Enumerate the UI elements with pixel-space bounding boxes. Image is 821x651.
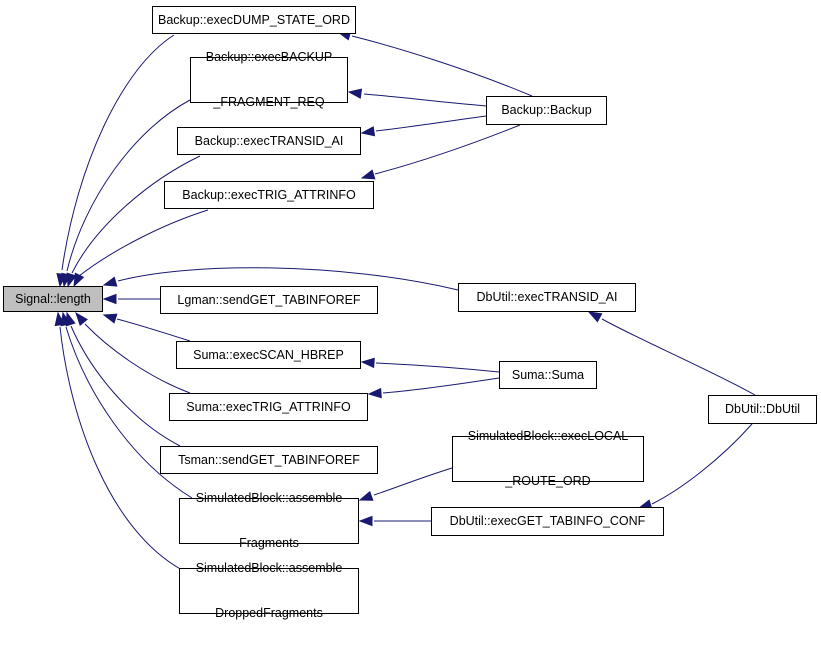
- edge-suma_scan-to-signal: [102, 313, 191, 342]
- arrowhead: [358, 490, 374, 501]
- edge-lgman-to-signal: [102, 293, 160, 305]
- arrowhead: [360, 126, 376, 137]
- edge-layer: [54, 30, 756, 571]
- edge-sim_dropped-to-signal: [54, 311, 183, 571]
- edge-suma_ctor-to-suma_scan: [360, 357, 500, 373]
- edge-sim_local-to-sim_assemble: [358, 467, 453, 501]
- arrowhead: [102, 293, 117, 305]
- node-label-line: Backup::execTRIG_ATTRINFO: [182, 187, 356, 202]
- arrowhead: [102, 313, 118, 324]
- arrowhead: [75, 311, 88, 326]
- node-label-line: Fragments: [239, 536, 299, 550]
- node-label-line: Backup::Backup: [501, 103, 592, 117]
- node-label-line: Backup::execTRANSID_AI: [194, 133, 344, 148]
- node-label-line: DbUtil::execGET_TABINFO_CONF: [449, 514, 646, 528]
- edge-dump-to-signal: [56, 34, 175, 288]
- edge-backup_ctor-to-backup_trig: [360, 124, 521, 180]
- arrowhead: [54, 311, 65, 327]
- node-backup-backup[interactable]: Backup::Backup: [486, 96, 607, 125]
- arrowhead: [73, 272, 85, 288]
- node-label-line: SimulatedBlock::assemble: [195, 491, 343, 505]
- node-dbutil-exectransid-ai[interactable]: DbUtil::execTRANSID_AI: [458, 283, 636, 312]
- edge-dbutil_transid-to-signal: [102, 267, 459, 291]
- arrowhead: [347, 88, 363, 99]
- edge-dbutil_ctor-to-dbutil_transid: [587, 311, 756, 396]
- arrowhead: [358, 515, 373, 527]
- arrowhead: [102, 276, 118, 287]
- node-label-line: SimulatedBlock::execLOCAL: [467, 429, 629, 443]
- edge-backup_transid-to-signal: [66, 155, 201, 288]
- node-dbutil-dbutil[interactable]: DbUtil::DbUtil: [708, 395, 817, 424]
- arrowhead: [360, 357, 375, 369]
- node-backup-exectransid-ai[interactable]: Backup::execTRANSID_AI: [177, 127, 361, 155]
- node-label-line: Lgman::sendGET_TABINFOREF: [177, 292, 361, 307]
- node-suma-suma[interactable]: Suma::Suma: [499, 361, 597, 389]
- node-label-line: SimulatedBlock::assemble: [195, 561, 343, 575]
- node-signal-length: Signal::length: [3, 286, 103, 312]
- call-graph: Signal::length Backup::execDUMP_STATE_OR…: [3, 6, 817, 620]
- arrowhead: [587, 311, 603, 323]
- node-label-line: Suma::Suma: [511, 367, 585, 382]
- node-tsman-sendget-tabinforef[interactable]: Tsman::sendGET_TABINFOREF: [160, 446, 378, 474]
- node-backup-execbackup-fragment-req[interactable]: Backup::execBACKUP _FRAGMENT_REQ: [190, 50, 348, 109]
- node-label-line: Tsman::sendGET_TABINFOREF: [178, 452, 360, 467]
- node-suma-exectrig-attrinfo[interactable]: Suma::execTRIG_ATTRINFO: [169, 393, 368, 421]
- node-dbutil-execget-tabinfo-conf[interactable]: DbUtil::execGET_TABINFO_CONF: [431, 507, 664, 536]
- edge-suma_ctor-to-suma_trig: [367, 377, 500, 399]
- node-label-line: Suma::execSCAN_HBREP: [193, 347, 344, 362]
- node-label-line: Backup::execDUMP_STATE_ORD: [158, 12, 350, 27]
- node-label-line: _FRAGMENT_REQ: [213, 95, 325, 109]
- node-label-line: Suma::execTRIG_ATTRINFO: [186, 399, 351, 414]
- edge-dbutil_gettab-to-sim_assemble: [358, 515, 431, 527]
- node-backup-execdump-state-ord[interactable]: Backup::execDUMP_STATE_ORD: [152, 6, 356, 34]
- edge-suma_trig-to-signal: [75, 311, 191, 394]
- node-label-line: DroppedFragments: [215, 606, 323, 620]
- node-simulatedblock-assemble-fragments[interactable]: SimulatedBlock::assemble Fragments: [179, 491, 359, 550]
- node-backup-exectrig-attrinfo[interactable]: Backup::execTRIG_ATTRINFO: [164, 181, 374, 209]
- edge-backup_ctor-to-dump: [336, 30, 533, 97]
- node-suma-execscan-hbrep[interactable]: Suma::execSCAN_HBREP: [176, 341, 361, 369]
- node-label-line: DbUtil::DbUtil: [724, 402, 800, 416]
- arrowhead: [66, 272, 77, 288]
- edge-backup_ctor-to-backup_transid: [360, 115, 487, 137]
- node-lgman-sendget-tabinforef[interactable]: Lgman::sendGET_TABINFOREF: [160, 286, 378, 314]
- edge-dbutil_ctor-to-dbutil_gettab: [637, 423, 753, 510]
- node-label-line: _ROUTE_ORD: [505, 474, 591, 488]
- node-label-line: DbUtil::execTRANSID_AI: [476, 290, 618, 304]
- arrowhead: [367, 387, 382, 399]
- node-simulatedblock-execlocal-route-ord[interactable]: SimulatedBlock::execLOCAL _ROUTE_ORD: [452, 429, 644, 488]
- node-label-line: Backup::execBACKUP: [205, 50, 333, 64]
- node-simulatedblock-assemble-droppedfragments[interactable]: SimulatedBlock::assemble DroppedFragment…: [179, 561, 359, 620]
- arrowhead: [360, 169, 376, 180]
- node-label-line: Signal::length: [15, 291, 91, 306]
- edge-backup_ctor-to-backupfrag: [347, 88, 487, 107]
- edge-backup_trig-to-signal: [73, 209, 209, 288]
